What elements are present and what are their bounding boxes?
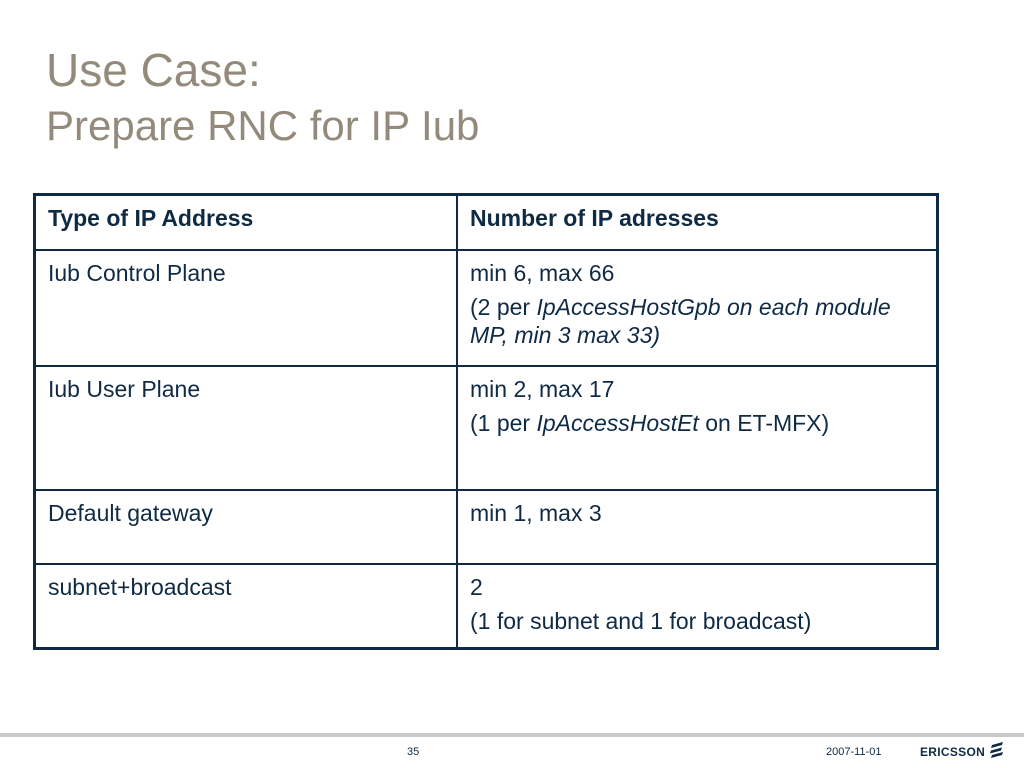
count-value: min 1, max 3 [470,500,602,526]
ip-address-table: Type of IP Address Number of IP adresses… [33,193,939,650]
note-italic: IpAccessHostGpb on each module MP, min 3… [470,294,891,348]
cell-type: Default gateway [33,489,458,565]
cell-type: subnet+broadcast [33,563,458,650]
cell-type: Iub User Plane [33,365,458,491]
note-prefix: (2 per [470,294,537,320]
title-line-1: Use Case: [46,44,261,96]
count-value: min 6, max 66 [470,260,615,286]
count-value: min 2, max 17 [470,376,615,402]
table-row: Iub Control Plane min 6, max 66 (2 per I… [33,249,939,367]
table-row: subnet+broadcast 2 (1 for subnet and 1 f… [33,563,939,650]
count-note: (1 per IpAccessHostEt on ET-MFX) [470,409,924,437]
header-type: Type of IP Address [33,193,458,251]
ericsson-logo-icon [990,741,1004,763]
table-header-row: Type of IP Address Number of IP adresses [33,193,939,251]
cell-count: min 2, max 17 (1 per IpAccessHostEt on E… [456,365,939,491]
note-prefix: (1 per [470,410,537,436]
table-row: Iub User Plane min 2, max 17 (1 per IpAc… [33,365,939,491]
brand-name: ERICSSON [920,745,986,759]
cell-count: 2 (1 for subnet and 1 for broadcast) [456,563,939,650]
note-italic: IpAccessHostEt [536,410,699,436]
cell-count: min 1, max 3 [456,489,939,565]
footer-date: 2007-11-01 [826,746,882,758]
footer-divider [0,733,1024,737]
note-suffix: on ET-MFX) [698,410,830,436]
count-note: (2 per IpAccessHostGpb on each module MP… [470,293,924,349]
count-value: 2 [470,574,483,600]
table-row: Default gateway min 1, max 3 [33,489,939,565]
page-number: 35 [407,746,420,758]
count-note: (1 for subnet and 1 for broadcast) [470,608,812,634]
cell-type: Iub Control Plane [33,249,458,367]
cell-count: min 6, max 66 (2 per IpAccessHostGpb on … [456,249,939,367]
header-count: Number of IP adresses [456,193,939,251]
slide-title: Use Case: Prepare RNC for IP Iub [46,44,479,156]
title-line-2: Prepare RNC for IP Iub [46,102,480,149]
ericsson-logo: ERICSSON [920,741,1004,763]
